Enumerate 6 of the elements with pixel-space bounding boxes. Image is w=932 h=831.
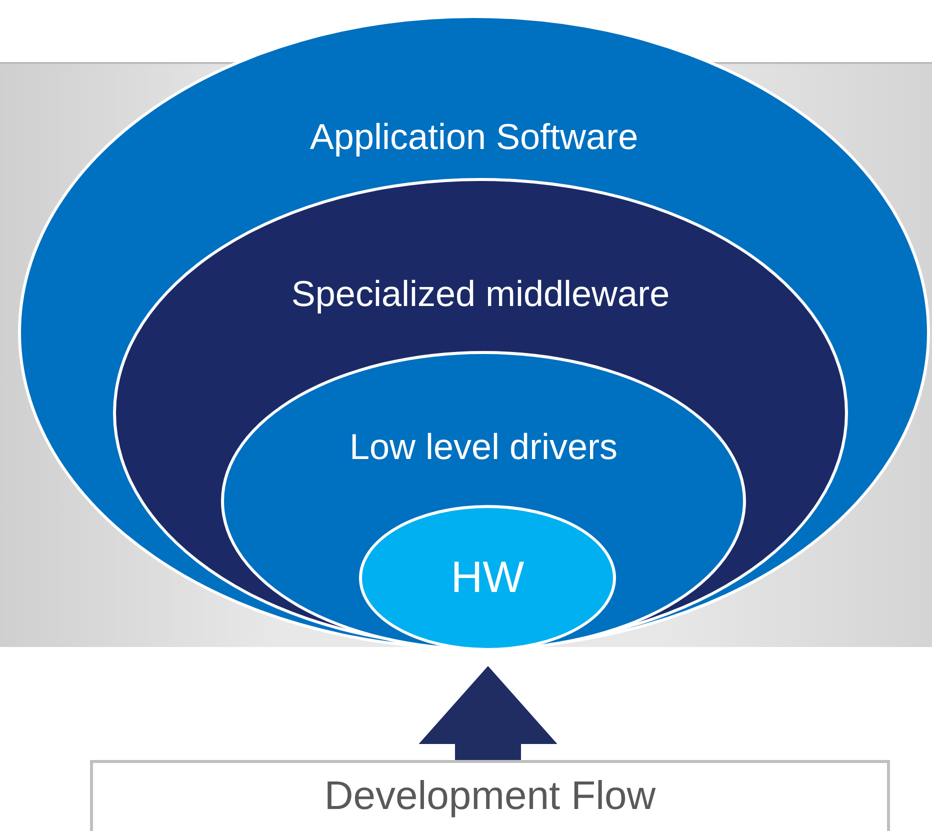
block-arrow bbox=[418, 666, 558, 760]
box-label: Development Flow bbox=[324, 773, 656, 820]
layer-label: HW bbox=[450, 552, 524, 604]
layer-label: Low level drivers bbox=[349, 426, 618, 468]
layer-label: Specialized middleware bbox=[291, 273, 670, 314]
layer-label: Application Software bbox=[310, 116, 638, 158]
